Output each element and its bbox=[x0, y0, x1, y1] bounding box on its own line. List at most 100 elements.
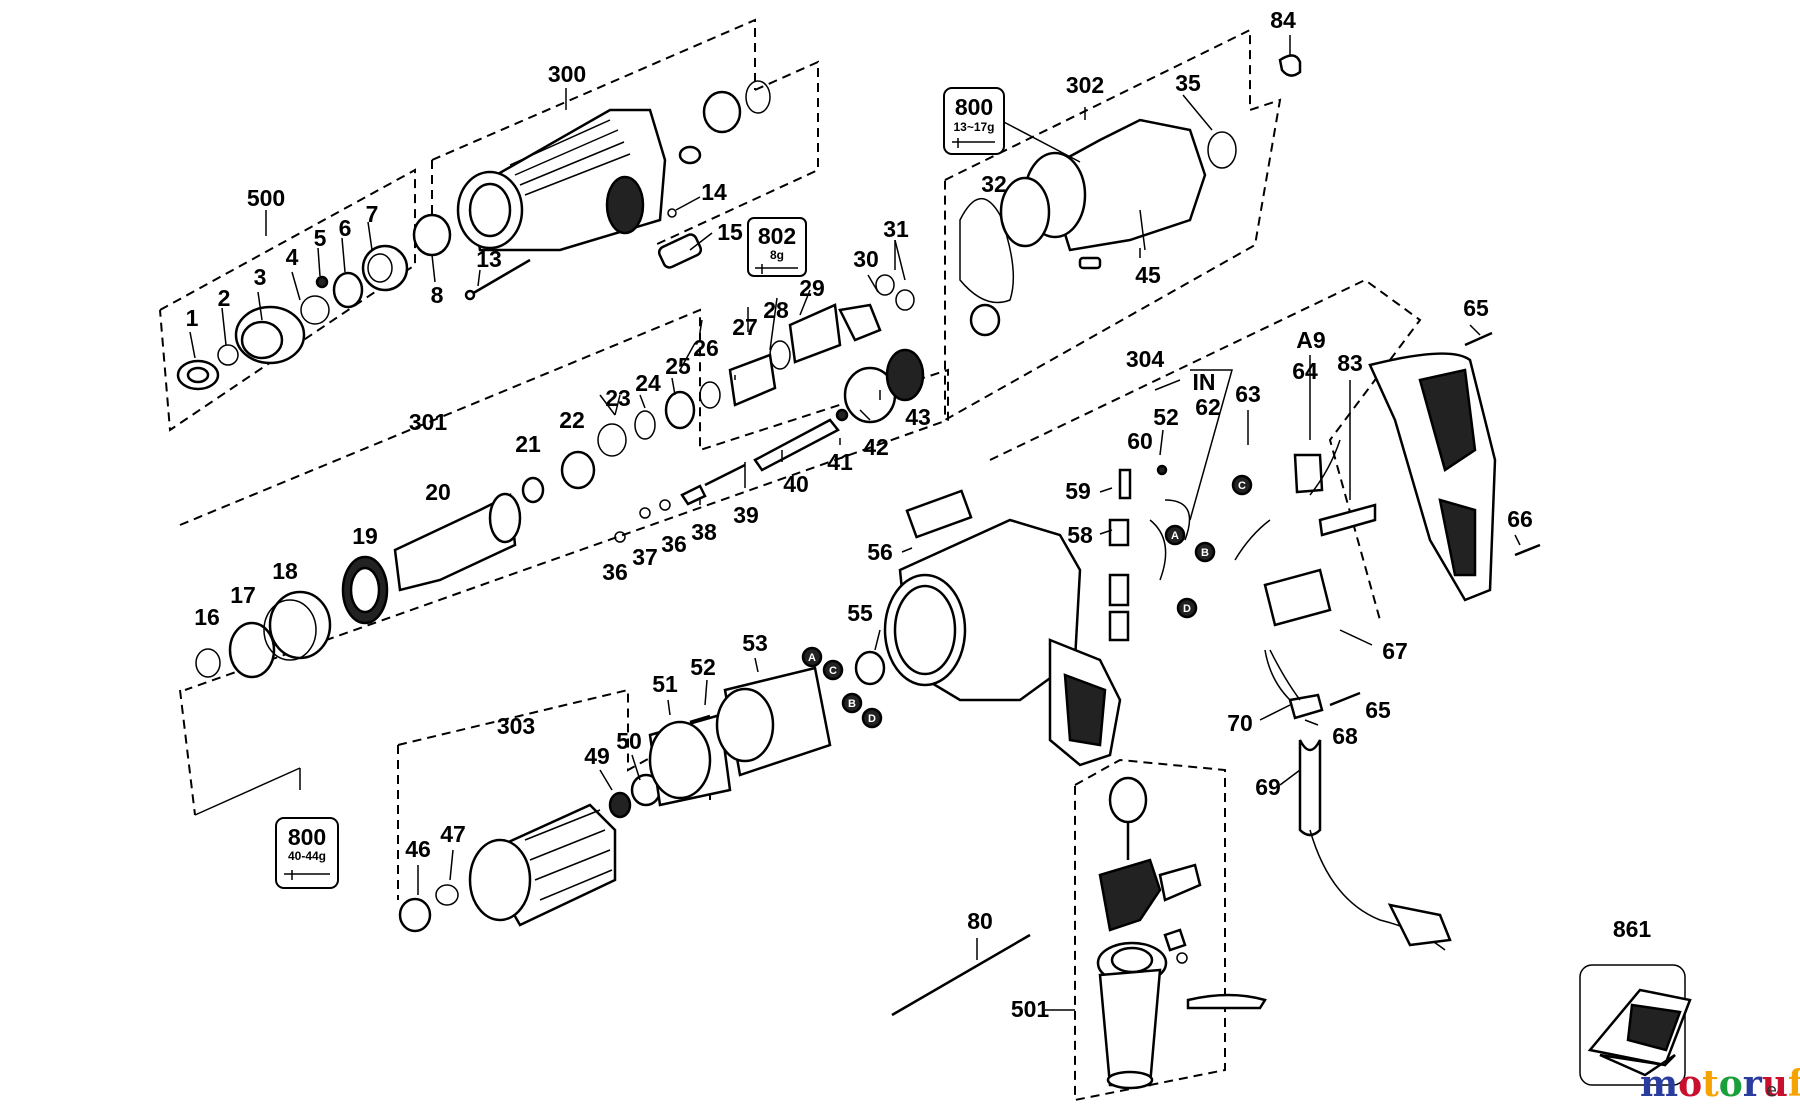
label-35: 35 bbox=[1175, 70, 1201, 96]
label-43: 43 bbox=[905, 404, 931, 430]
label-30: 30 bbox=[853, 246, 879, 272]
label-65b: 65 bbox=[1365, 697, 1391, 723]
watermark-text: motoruf bbox=[1640, 1063, 1800, 1105]
badge-amount: 40-44g bbox=[288, 849, 326, 863]
carry-case bbox=[1579, 964, 1692, 1086]
label-15: 15 bbox=[717, 219, 743, 245]
part-labels: 1 2 3 4 5 6 7 8 13 14 15 16 17 18 19 20 … bbox=[186, 7, 1533, 934]
chuck-parts bbox=[176, 244, 409, 391]
label-leaders bbox=[417, 35, 1521, 1011]
label-68: 68 bbox=[1332, 723, 1358, 749]
watermark-suffix: e bbox=[1766, 1080, 1777, 1101]
label-501: 501 bbox=[1011, 996, 1050, 1022]
label-63: 63 bbox=[1235, 381, 1261, 407]
label-45: 45 bbox=[1135, 262, 1161, 288]
label-25: 25 bbox=[665, 353, 691, 379]
label-in: IN bbox=[1193, 369, 1216, 395]
motor-housing bbox=[883, 331, 1541, 1010]
label-49: 49 bbox=[584, 743, 610, 769]
label-67: 67 bbox=[1382, 638, 1408, 664]
connector-letter-d: D bbox=[868, 713, 876, 725]
label-8: 8 bbox=[431, 282, 444, 308]
connector-letter-d-2: D bbox=[1183, 603, 1191, 615]
label-23: 23 bbox=[605, 385, 631, 411]
label-39: 39 bbox=[733, 502, 759, 528]
badge-amount: 8g bbox=[770, 248, 784, 262]
label-302: 302 bbox=[1066, 72, 1104, 98]
leader-lines bbox=[189, 88, 1213, 505]
watermark-letter: t bbox=[1702, 1063, 1719, 1105]
label-59: 59 bbox=[1065, 478, 1091, 504]
label-13: 13 bbox=[476, 246, 502, 272]
label-1: 1 bbox=[186, 305, 199, 331]
label-84: 84 bbox=[1270, 7, 1296, 33]
label-18: 18 bbox=[272, 558, 298, 584]
connector-letter-b-2: B bbox=[1201, 547, 1209, 559]
label-7: 7 bbox=[366, 201, 379, 227]
label-62: 62 bbox=[1195, 394, 1221, 420]
label-41: 41 bbox=[827, 449, 853, 475]
connector-letter-c-2: C bbox=[1238, 480, 1246, 492]
label-16: 16 bbox=[194, 604, 220, 630]
label-40: 40 bbox=[783, 471, 809, 497]
label-27: 27 bbox=[732, 314, 758, 340]
connector-letter-c: C bbox=[829, 665, 837, 677]
hammer-mechanism bbox=[195, 274, 925, 679]
label-301: 301 bbox=[409, 409, 448, 435]
label-303: 303 bbox=[497, 713, 535, 739]
motor-assembly bbox=[398, 650, 886, 933]
label-3: 3 bbox=[254, 264, 267, 290]
watermark: motoruf e bbox=[1640, 1063, 1800, 1105]
label-304: 304 bbox=[1126, 346, 1165, 372]
label-300: 300 bbox=[548, 61, 586, 87]
watermark-letter: o bbox=[1678, 1063, 1702, 1105]
grease-badge-303: 800 40-44g bbox=[275, 817, 339, 889]
label-65a: 65 bbox=[1463, 295, 1489, 321]
label-52b: 52 bbox=[1153, 404, 1179, 430]
label-20: 20 bbox=[425, 479, 451, 505]
label-2: 2 bbox=[218, 285, 231, 311]
label-37: 37 bbox=[632, 544, 658, 570]
assembly-labels: 300 301 302 303 304 500 501 861 bbox=[247, 61, 1652, 1022]
label-21: 21 bbox=[515, 431, 541, 457]
label-6: 6 bbox=[339, 215, 352, 241]
connector-letter-a: A bbox=[808, 652, 816, 664]
label-64: 64 bbox=[1292, 358, 1318, 384]
label-52a: 52 bbox=[690, 654, 716, 680]
label-24: 24 bbox=[635, 370, 661, 396]
label-31: 31 bbox=[883, 216, 909, 242]
label-19: 19 bbox=[352, 523, 378, 549]
group-outlines bbox=[159, 18, 1422, 1102]
label-66: 66 bbox=[1507, 506, 1533, 532]
label-58: 58 bbox=[1067, 522, 1093, 548]
label-36b: 36 bbox=[661, 531, 687, 557]
connector-markers: A C B D A B C D bbox=[801, 474, 1253, 729]
label-14: 14 bbox=[701, 179, 727, 205]
connector-letter-b: B bbox=[848, 698, 856, 710]
label-500: 500 bbox=[247, 185, 285, 211]
label-36a: 36 bbox=[602, 559, 628, 585]
intermediate-housing bbox=[959, 54, 1302, 337]
label-60: 60 bbox=[1127, 428, 1153, 454]
label-29: 29 bbox=[799, 275, 825, 301]
label-4: 4 bbox=[286, 244, 299, 270]
label-47: 47 bbox=[440, 821, 466, 847]
label-38: 38 bbox=[691, 519, 717, 545]
label-42: 42 bbox=[863, 434, 889, 460]
label-56: 56 bbox=[867, 539, 893, 565]
label-861: 861 bbox=[1613, 916, 1652, 942]
label-83: 83 bbox=[1337, 350, 1363, 376]
badge-amount: 13~17g bbox=[953, 120, 994, 134]
label-26: 26 bbox=[693, 335, 719, 361]
label-28: 28 bbox=[763, 297, 789, 323]
badge-number: 800 bbox=[955, 94, 993, 120]
watermark-letter: o bbox=[1719, 1063, 1743, 1105]
connector-letter-a-2: A bbox=[1171, 530, 1179, 542]
label-80: 80 bbox=[967, 908, 993, 934]
label-50: 50 bbox=[616, 728, 642, 754]
label-70: 70 bbox=[1227, 710, 1253, 736]
watermark-letter: m bbox=[1640, 1063, 1678, 1105]
label-5: 5 bbox=[314, 225, 327, 251]
label-22: 22 bbox=[559, 407, 585, 433]
